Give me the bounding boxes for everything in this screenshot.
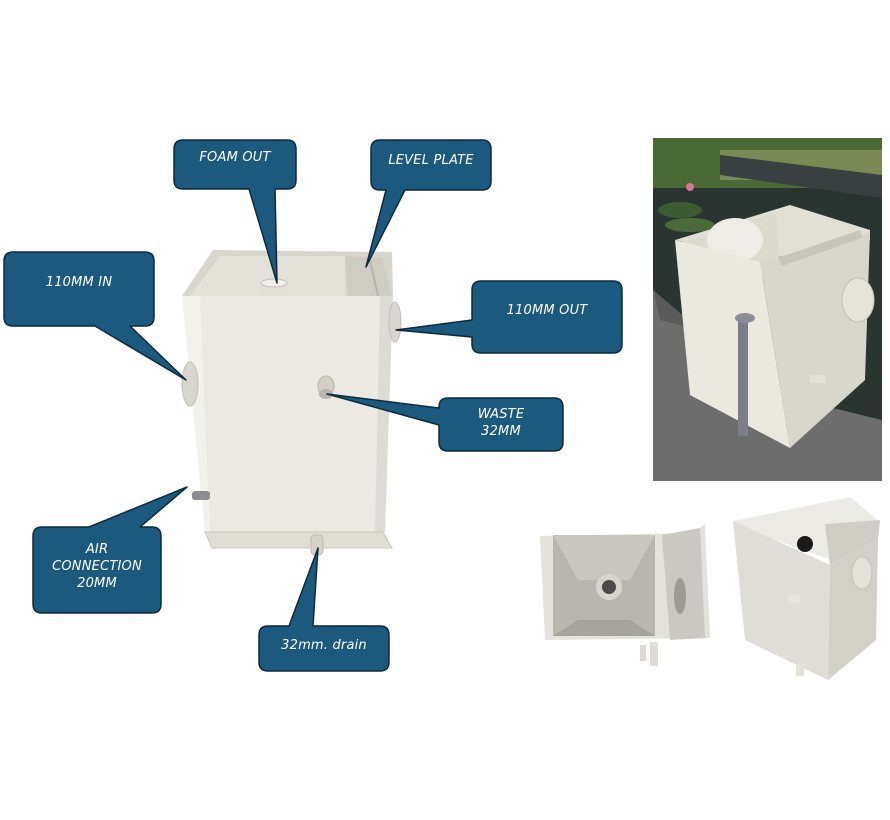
callout-foam-out: FOAM OUT	[199, 150, 271, 165]
pond-installation-photo	[653, 138, 882, 481]
callout-waste-line1: WASTE	[477, 407, 525, 422]
callout-drain: 32mm. drain	[281, 638, 367, 653]
callout-level-plate: LEVEL PLATE	[388, 153, 474, 168]
callout-air-line2: CONNECTION	[52, 559, 142, 574]
callout-air-connection: AIR CONNECTION 20MM	[33, 541, 161, 592]
callout-waste-line2: 32MM	[481, 424, 521, 439]
top-view-photo	[540, 524, 710, 666]
callout-inlet: 110MM IN	[45, 275, 113, 290]
main-product-image	[181, 250, 402, 556]
callout-inlet-bubble	[3, 251, 187, 381]
callout-air-line3: 20MM	[77, 576, 117, 591]
callout-waste: WASTE 32MM	[439, 406, 563, 440]
callout-outlet: 110MM OUT	[506, 303, 588, 318]
callout-air-line1: AIR	[85, 542, 109, 557]
rear-view-photo	[733, 497, 880, 680]
